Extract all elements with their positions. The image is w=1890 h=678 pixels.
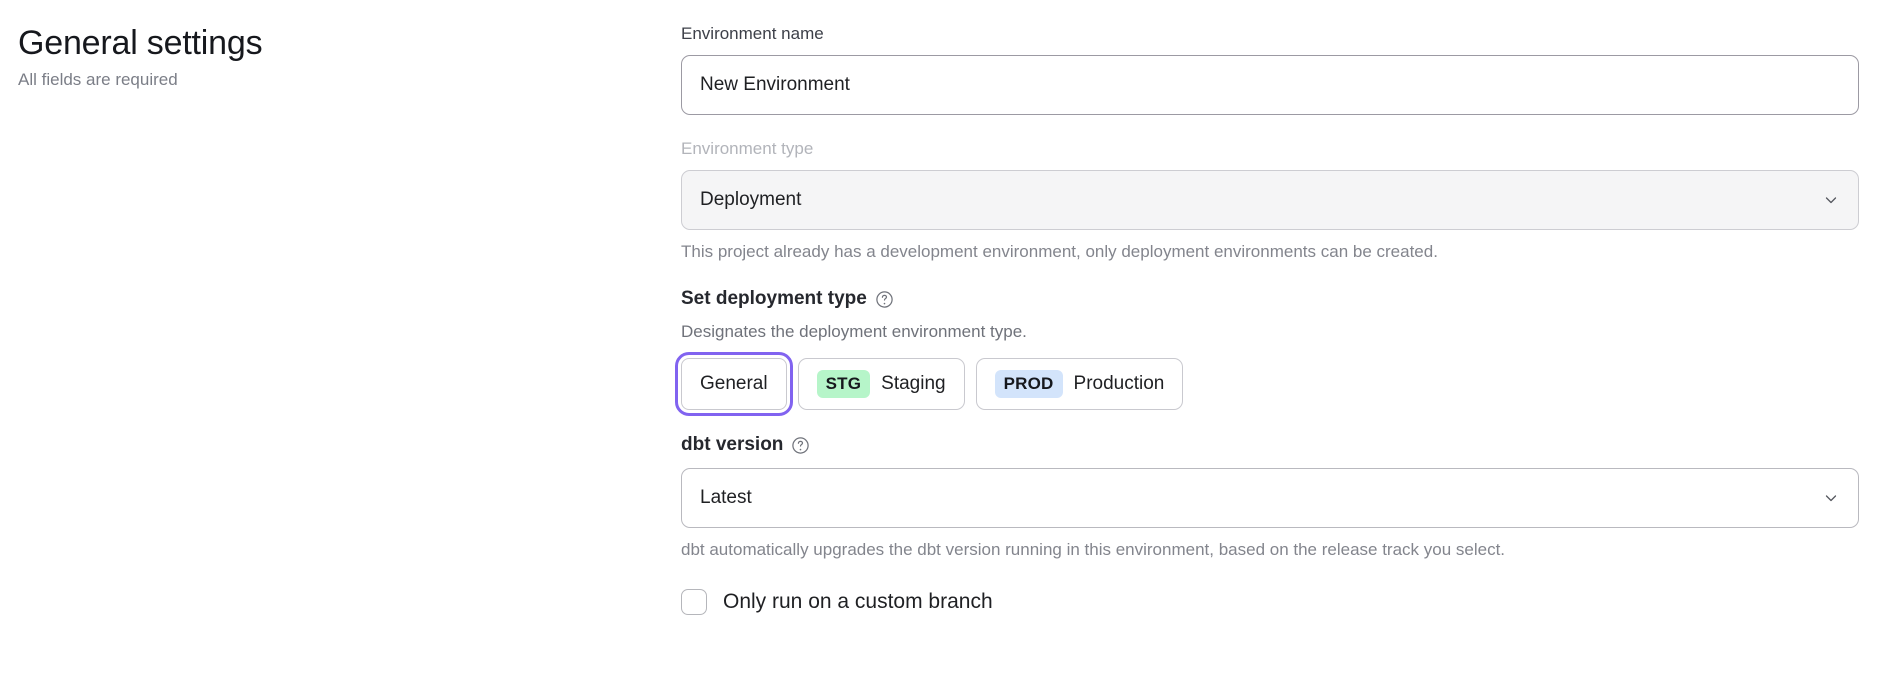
custom-branch-row: Only run on a custom branch bbox=[681, 588, 1859, 616]
deployment-type-description: Designates the deployment environment ty… bbox=[681, 322, 1027, 341]
custom-branch-checkbox[interactable] bbox=[681, 589, 707, 615]
prod-badge: PROD bbox=[994, 370, 1063, 398]
deployment-type-option-general-label: General bbox=[700, 373, 768, 394]
dbt-version-helper-text: dbt automatically upgrades the dbt versi… bbox=[681, 540, 1506, 559]
dbt-version-select[interactable]: Latest bbox=[681, 468, 1859, 528]
deployment-type-option-production[interactable]: PROD Production bbox=[975, 358, 1184, 410]
dbt-version-label: dbt version bbox=[681, 434, 784, 455]
deployment-type-option-staging-label: Staging bbox=[881, 373, 946, 394]
page-subtitle: All fields are required bbox=[18, 70, 178, 89]
environment-name-field: Environment name bbox=[681, 22, 1859, 115]
environment-name-label: Environment name bbox=[681, 24, 824, 43]
deployment-type-option-staging[interactable]: STG Staging bbox=[797, 358, 965, 410]
environment-type-helper-text: This project already has a development e… bbox=[681, 242, 1438, 261]
stg-badge: STG bbox=[816, 370, 871, 398]
dbt-version-field: dbt version Latest dbt automati bbox=[681, 432, 1859, 562]
dbt-version-select-value: Latest bbox=[681, 468, 1859, 528]
help-circle-icon[interactable] bbox=[875, 290, 894, 309]
deployment-type-option-production-label: Production bbox=[1073, 373, 1165, 394]
deployment-type-heading: Set deployment type bbox=[681, 288, 867, 309]
environment-type-field: Environment type Deployment This project… bbox=[681, 137, 1859, 264]
environment-type-label: Environment type bbox=[681, 139, 814, 158]
page-title: General settings bbox=[18, 24, 263, 62]
settings-intro: General settings All fields are required bbox=[18, 22, 658, 92]
settings-form: Environment name Environment type Deploy… bbox=[675, 22, 1859, 616]
environment-name-input[interactable] bbox=[681, 55, 1859, 115]
environment-type-select[interactable]: Deployment bbox=[681, 170, 1859, 230]
deployment-type-field: Set deployment type Designates the deplo… bbox=[675, 286, 1859, 416]
deployment-type-heading-row: Set deployment type bbox=[681, 286, 1859, 312]
deployment-type-options: General STG Staging PROD Production bbox=[675, 352, 1859, 416]
deployment-type-option-general[interactable]: General bbox=[675, 352, 793, 416]
help-circle-icon[interactable] bbox=[791, 436, 810, 455]
dbt-version-heading-row: dbt version bbox=[681, 432, 1859, 458]
custom-branch-label[interactable]: Only run on a custom branch bbox=[723, 590, 993, 613]
environment-type-select-value: Deployment bbox=[681, 170, 1859, 230]
